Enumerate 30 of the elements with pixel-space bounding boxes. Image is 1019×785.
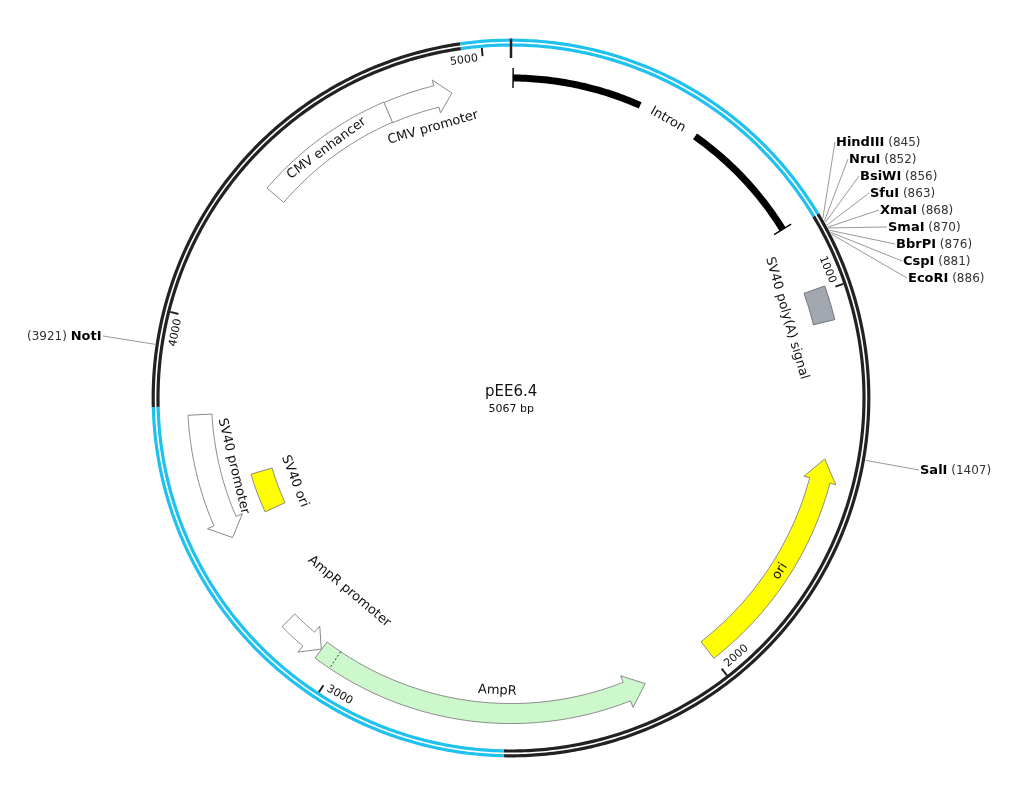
restriction-site-label: SmaI (870) (888, 219, 961, 235)
leader-line (830, 231, 903, 262)
restriction-site-label: EcoRI (886) (908, 270, 985, 286)
leader-line (829, 229, 896, 245)
leader-line (865, 459, 920, 471)
restriction-site-label: BbrPI (876) (896, 236, 973, 252)
leader-line (102, 335, 156, 345)
restriction-site-label: HindIII (845) (836, 134, 921, 150)
scale-number: 4000 (166, 317, 185, 348)
plasmid-name: pEE6.4 (485, 382, 538, 400)
leader-line (827, 209, 880, 228)
scale-number: 5000 (448, 50, 479, 68)
restriction-site-label: XmaI (868) (880, 202, 954, 218)
leader-line (831, 233, 908, 279)
feature-label: ori (768, 559, 791, 583)
restriction-site-label: BsiWI (856) (860, 168, 938, 184)
leader-line (827, 226, 888, 229)
restriction-site-label: SfuI (863) (870, 185, 936, 201)
scale-number: 1000 (816, 253, 840, 285)
restriction-site-label: SalI (1407) (920, 462, 992, 478)
restriction-site-label: NruI (852) (849, 151, 917, 167)
feature-label: SV40 ori (277, 452, 313, 510)
leader-line (822, 141, 836, 219)
leader-line (826, 192, 870, 226)
feature-label: AmpR (477, 680, 518, 699)
plasmid-length: 5067 bp (488, 401, 534, 415)
leader-line (824, 175, 860, 223)
restriction-site-label: CspI (881) (903, 253, 971, 269)
restriction-site-label: (3921) NotI (27, 328, 102, 344)
leader-line (823, 158, 849, 222)
